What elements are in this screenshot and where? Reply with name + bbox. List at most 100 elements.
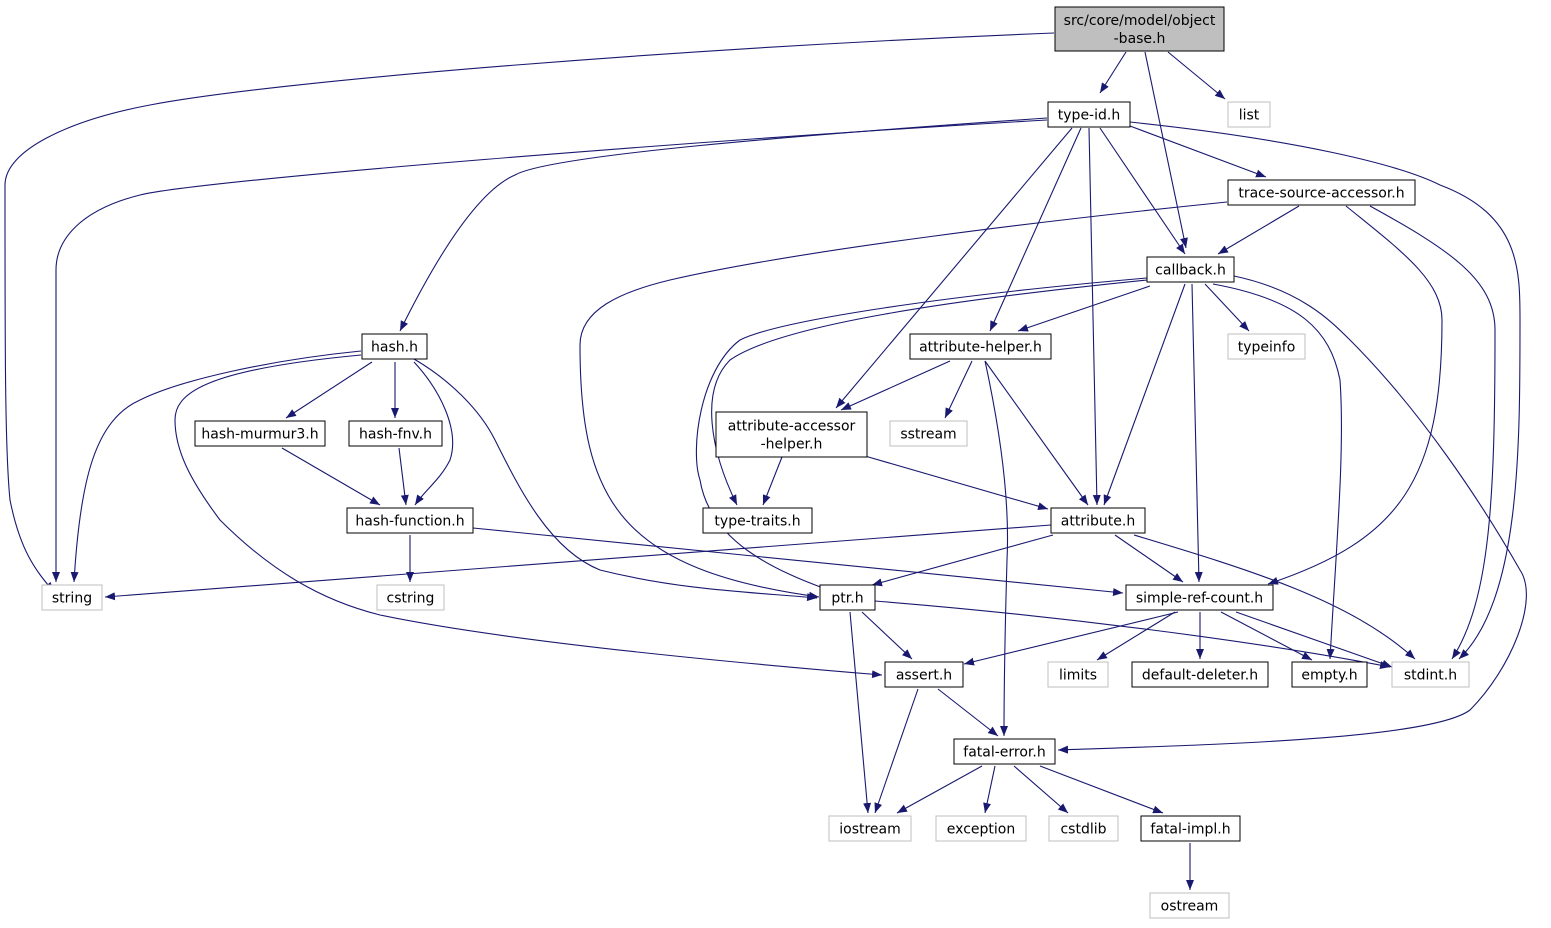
edge-attribute-accessor-helper-to-attribute (864, 455, 1049, 511)
node-ptr[interactable]: ptr.h (819, 584, 876, 611)
edges-layer (4, 32, 1527, 890)
node-label: stdint.h (1404, 668, 1457, 684)
node-label: type-id.h (1058, 108, 1120, 124)
node-iostream: iostream (828, 815, 912, 842)
edge-hash-function-to-simple-ref-count (472, 527, 1124, 596)
edge-fatal-error-to-fatal-impl (1039, 765, 1164, 814)
node-label: attribute.h (1061, 514, 1135, 530)
edge-type-id-to-callback (1099, 127, 1186, 255)
edge-attribute-helper-to-sstream (944, 360, 973, 419)
node-default-deleter[interactable]: default-deleter.h (1131, 661, 1269, 688)
node-label: empty.h (1301, 668, 1357, 684)
edge-type-id-to-stdint (1129, 121, 1521, 660)
edge-ptr-to-iostream (849, 611, 872, 814)
node-label: -base.h (1114, 31, 1166, 47)
edge-type-id-to-trace-source-accessor (1129, 125, 1267, 178)
node-hash-fnv[interactable]: hash-fnv.h (348, 420, 443, 447)
node-box (828, 815, 912, 842)
node-box (1054, 6, 1225, 52)
node-label: fatal-error.h (963, 745, 1045, 761)
edge-object-base-to-string (4, 32, 1055, 593)
node-attribute-accessor-helper[interactable]: attribute-accessor-helper.h (715, 411, 868, 458)
node-label: list (1239, 108, 1260, 124)
edge-callback-to-fatal-error (1057, 275, 1527, 754)
node-hash-murmur3[interactable]: hash-murmur3.h (194, 420, 326, 447)
edge-attribute-to-stdint (1133, 534, 1416, 660)
node-sstream: sstream (889, 420, 968, 447)
node-box (1227, 333, 1306, 360)
node-typeinfo: typeinfo (1227, 333, 1306, 360)
node-limits: limits (1047, 661, 1109, 688)
node-ostream: ostream (1149, 892, 1230, 919)
node-box (953, 738, 1056, 765)
edge-callback-to-simple-ref-count (1191, 283, 1203, 583)
node-box (1146, 256, 1235, 283)
node-label: ostream (1161, 899, 1219, 915)
node-label: hash-fnv.h (359, 427, 432, 443)
node-box (361, 333, 428, 360)
edge-fatal-error-to-iostream (896, 765, 983, 814)
edge-type-id-to-attribute (1088, 127, 1101, 506)
node-box (1048, 815, 1119, 842)
edge-callback-to-ptr (695, 277, 1148, 595)
node-box (702, 507, 813, 534)
node-box (348, 420, 443, 447)
node-box (194, 420, 326, 447)
node-box (909, 333, 1052, 360)
node-box (889, 420, 968, 447)
edge-simple-ref-count-to-empty (1220, 611, 1313, 661)
edge-hash-to-assert (174, 354, 883, 679)
node-fatal-impl[interactable]: fatal-impl.h (1140, 815, 1241, 842)
node-attribute[interactable]: attribute.h (1050, 507, 1146, 534)
node-box (41, 584, 103, 611)
node-box (1140, 815, 1241, 842)
node-attribute-helper[interactable]: attribute-helper.h (909, 333, 1052, 360)
node-stdint: stdint.h (1391, 661, 1470, 688)
node-callback[interactable]: callback.h (1146, 256, 1235, 283)
edge-hash-to-ptr (413, 358, 818, 602)
node-trace-source-accessor[interactable]: trace-source-accessor.h (1227, 179, 1416, 206)
node-cstring: cstring (376, 584, 445, 611)
node-type-traits[interactable]: type-traits.h (702, 507, 813, 534)
node-label: fatal-impl.h (1150, 822, 1230, 838)
edge-object-base-to-callback (1144, 51, 1188, 249)
node-string: string (41, 584, 103, 611)
node-box (819, 584, 876, 611)
edge-simple-ref-count-to-stdint (1235, 611, 1393, 668)
node-label: exception (947, 822, 1015, 838)
node-object-base[interactable]: src/core/model/object-base.h (1054, 6, 1225, 52)
node-label: ptr.h (831, 591, 863, 607)
edge-trace-source-accessor-to-callback (1217, 205, 1300, 255)
edge-simple-ref-count-to-limits (1096, 611, 1176, 661)
node-hash[interactable]: hash.h (361, 333, 428, 360)
edge-hash-fnv-to-hash-function (398, 447, 409, 506)
node-label: hash.h (371, 340, 418, 356)
node-simple-ref-count[interactable]: simple-ref-count.h (1125, 584, 1274, 611)
edge-callback-to-attribute (1103, 283, 1186, 506)
edge-hash-to-hash-function (413, 361, 454, 506)
node-cstdlib: cstdlib (1048, 815, 1119, 842)
node-box (1227, 101, 1271, 128)
node-hash-function[interactable]: hash-function.h (346, 507, 474, 534)
edge-object-base-to-list (1167, 51, 1226, 100)
node-label: trace-source-accessor.h (1238, 186, 1404, 202)
edge-attribute-helper-to-attribute-accessor-helper (840, 360, 951, 411)
node-label: simple-ref-count.h (1136, 591, 1263, 607)
edge-callback-to-typeinfo (1204, 283, 1250, 332)
node-box (1391, 661, 1470, 688)
edge-callback-to-type-traits (711, 279, 1148, 506)
node-fatal-error[interactable]: fatal-error.h (953, 738, 1056, 765)
edge-trace-source-accessor-to-simple-ref-count (1267, 205, 1443, 585)
edge-callback-to-empty (1212, 283, 1342, 660)
edge-type-id-to-string (52, 119, 1048, 582)
node-type-id[interactable]: type-id.h (1047, 101, 1131, 128)
node-empty[interactable]: empty.h (1291, 661, 1368, 688)
node-label: cstdlib (1060, 822, 1106, 838)
node-label: iostream (839, 822, 901, 838)
edge-ptr-to-assert (861, 611, 913, 660)
node-exception: exception (935, 815, 1027, 842)
node-label: default-deleter.h (1142, 668, 1258, 684)
node-assert[interactable]: assert.h (884, 661, 964, 688)
edge-fatal-error-to-cstdlib (1013, 765, 1069, 814)
node-label: attribute-accessor (728, 419, 856, 435)
